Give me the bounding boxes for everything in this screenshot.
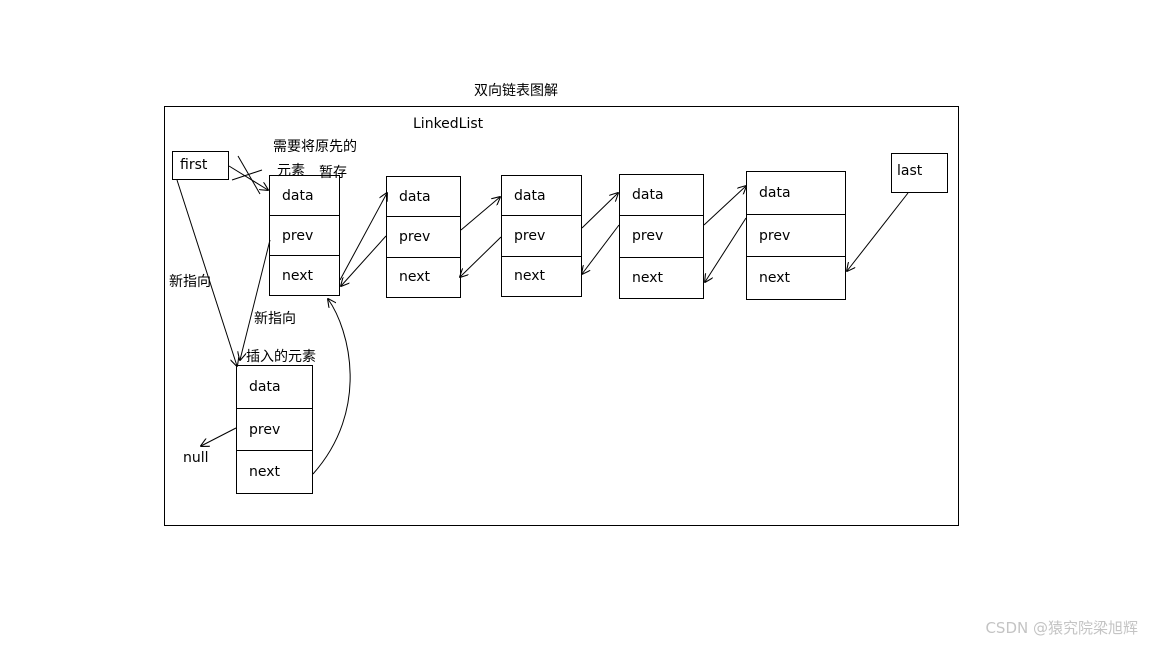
node-data-cell: data <box>270 176 339 216</box>
node-next-cell: next <box>514 268 546 285</box>
inserted-node: data prev next <box>236 365 313 494</box>
new-pointer-label-left: 新指向 <box>169 274 211 290</box>
note-line-1: 需要将原先的 <box>273 139 357 155</box>
inserted-element-label: 插入的元素 <box>246 349 316 365</box>
first-to-node1-arrow <box>228 165 268 190</box>
cross-out-mark <box>231 169 263 181</box>
node-next-cell: next <box>282 267 314 284</box>
linkedlist-label: LinkedList <box>413 116 484 132</box>
inserted-next-to-node1-arrow <box>312 299 351 475</box>
node3-next-to-node4-arrow <box>581 193 618 229</box>
node3-prev-to-node2-arrow <box>460 236 502 277</box>
node-data-cell: data <box>747 172 845 215</box>
list-node-3: data prev next <box>501 175 582 297</box>
new-pointer-label-middle: 新指向 <box>254 311 296 327</box>
inserted-prev-to-null-arrow <box>201 427 237 446</box>
node-prev-cell: prev <box>237 409 312 452</box>
node-prev-cell: prev <box>620 216 703 258</box>
node-prev-cell: prev <box>502 216 581 257</box>
last-to-node5-arrow <box>847 192 909 271</box>
list-node-1: data prev next <box>269 175 340 296</box>
linkedlist-frame <box>164 106 959 526</box>
list-node-5: data prev next <box>746 171 846 300</box>
note-temp: 暂存 <box>319 165 347 181</box>
last-pointer-box: last <box>891 153 948 193</box>
node-prev-cell: prev <box>747 215 845 258</box>
node-next-cell: next <box>249 464 281 481</box>
first-pointer-box: first <box>172 151 229 180</box>
first-to-inserted-arrow <box>176 179 237 366</box>
node-prev-cell: prev <box>387 217 460 258</box>
list-node-2: data prev next <box>386 176 461 298</box>
node-next-cell: next <box>759 270 791 287</box>
first-label: first <box>180 157 208 173</box>
node5-prev-to-node4-arrow <box>705 217 747 282</box>
node-data-cell: data <box>620 175 703 217</box>
node-data-cell: data <box>237 366 312 409</box>
cross-out-mark <box>237 155 261 195</box>
node-data-cell: data <box>387 177 460 218</box>
node4-prev-to-node3-arrow <box>582 224 620 274</box>
csdn-watermark: CSDN @猿究院梁旭辉 <box>985 619 1138 637</box>
diagram-title: 双向链表图解 <box>474 83 558 99</box>
list-node-4: data prev next <box>619 174 704 299</box>
node-data-cell: data <box>502 176 581 217</box>
node1-prev-to-inserted-arrow <box>240 239 271 360</box>
null-label: null <box>183 450 209 466</box>
node-prev-cell: prev <box>270 216 339 256</box>
last-label: last <box>897 163 923 179</box>
node4-next-to-node5-arrow <box>703 186 746 226</box>
node2-prev-to-node1-arrow <box>341 235 387 286</box>
node2-next-to-node3-arrow <box>460 197 500 231</box>
node-next-cell: next <box>399 269 431 286</box>
node1-next-to-node2-arrow <box>339 193 387 281</box>
node-next-cell: next <box>632 269 664 286</box>
